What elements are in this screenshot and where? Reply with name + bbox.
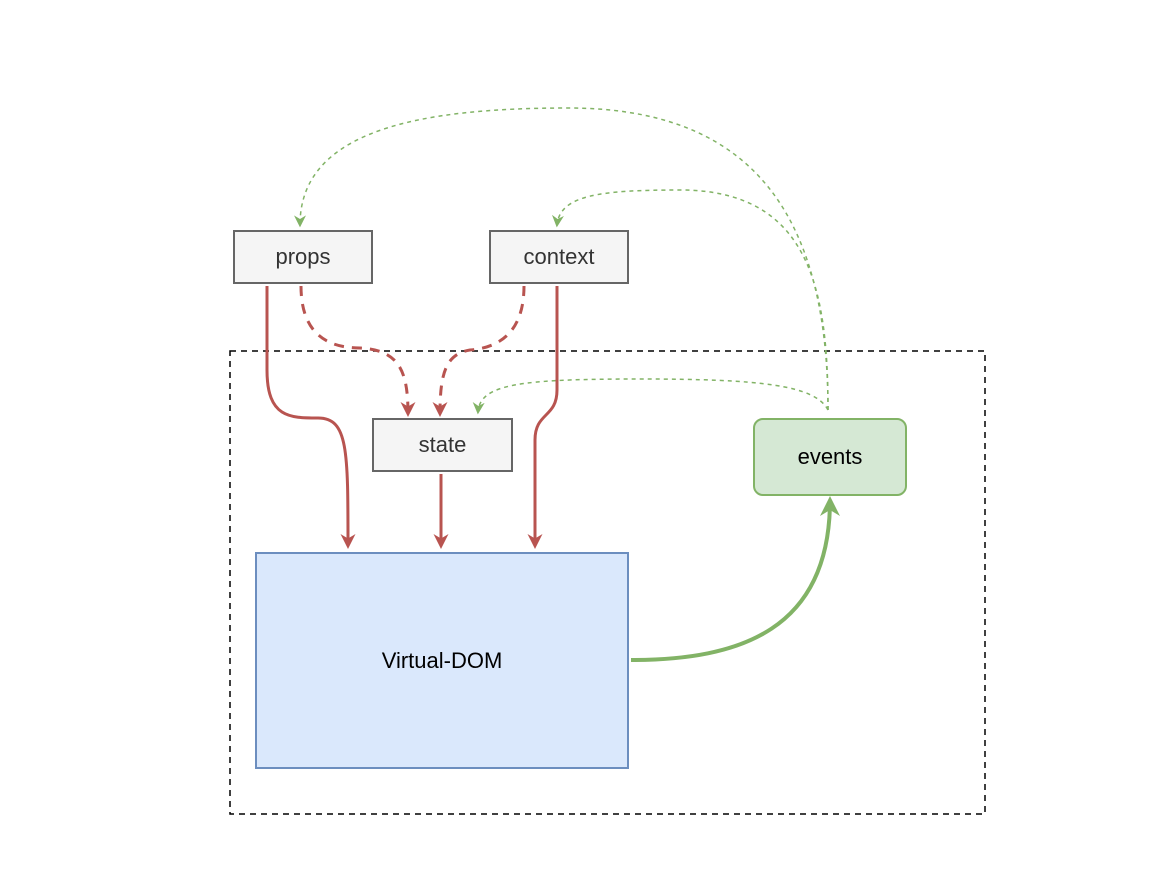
edge-virtual-dom-to-events [630,496,840,662]
edge-props-to-state [299,285,416,417]
component-boundary [229,350,986,815]
events-node: events [753,418,907,496]
edge-events-to-state [472,378,829,415]
context-node: context [489,230,629,284]
context-label: context [523,244,595,269]
virtual-dom-label: Virtual-DOM [381,647,503,673]
props-node: props [233,230,373,284]
events-label: events [797,444,863,469]
state-label: state [418,432,467,457]
edge-events-to-context [551,189,829,411]
virtual-dom-node: Virtual-DOM [255,552,629,769]
edge-context-to-state [432,285,526,417]
props-label: props [275,244,331,269]
state-node: state [372,418,513,472]
edge-props-to-virtual-dom [265,286,356,549]
edge-context-to-virtual-dom [527,286,559,549]
